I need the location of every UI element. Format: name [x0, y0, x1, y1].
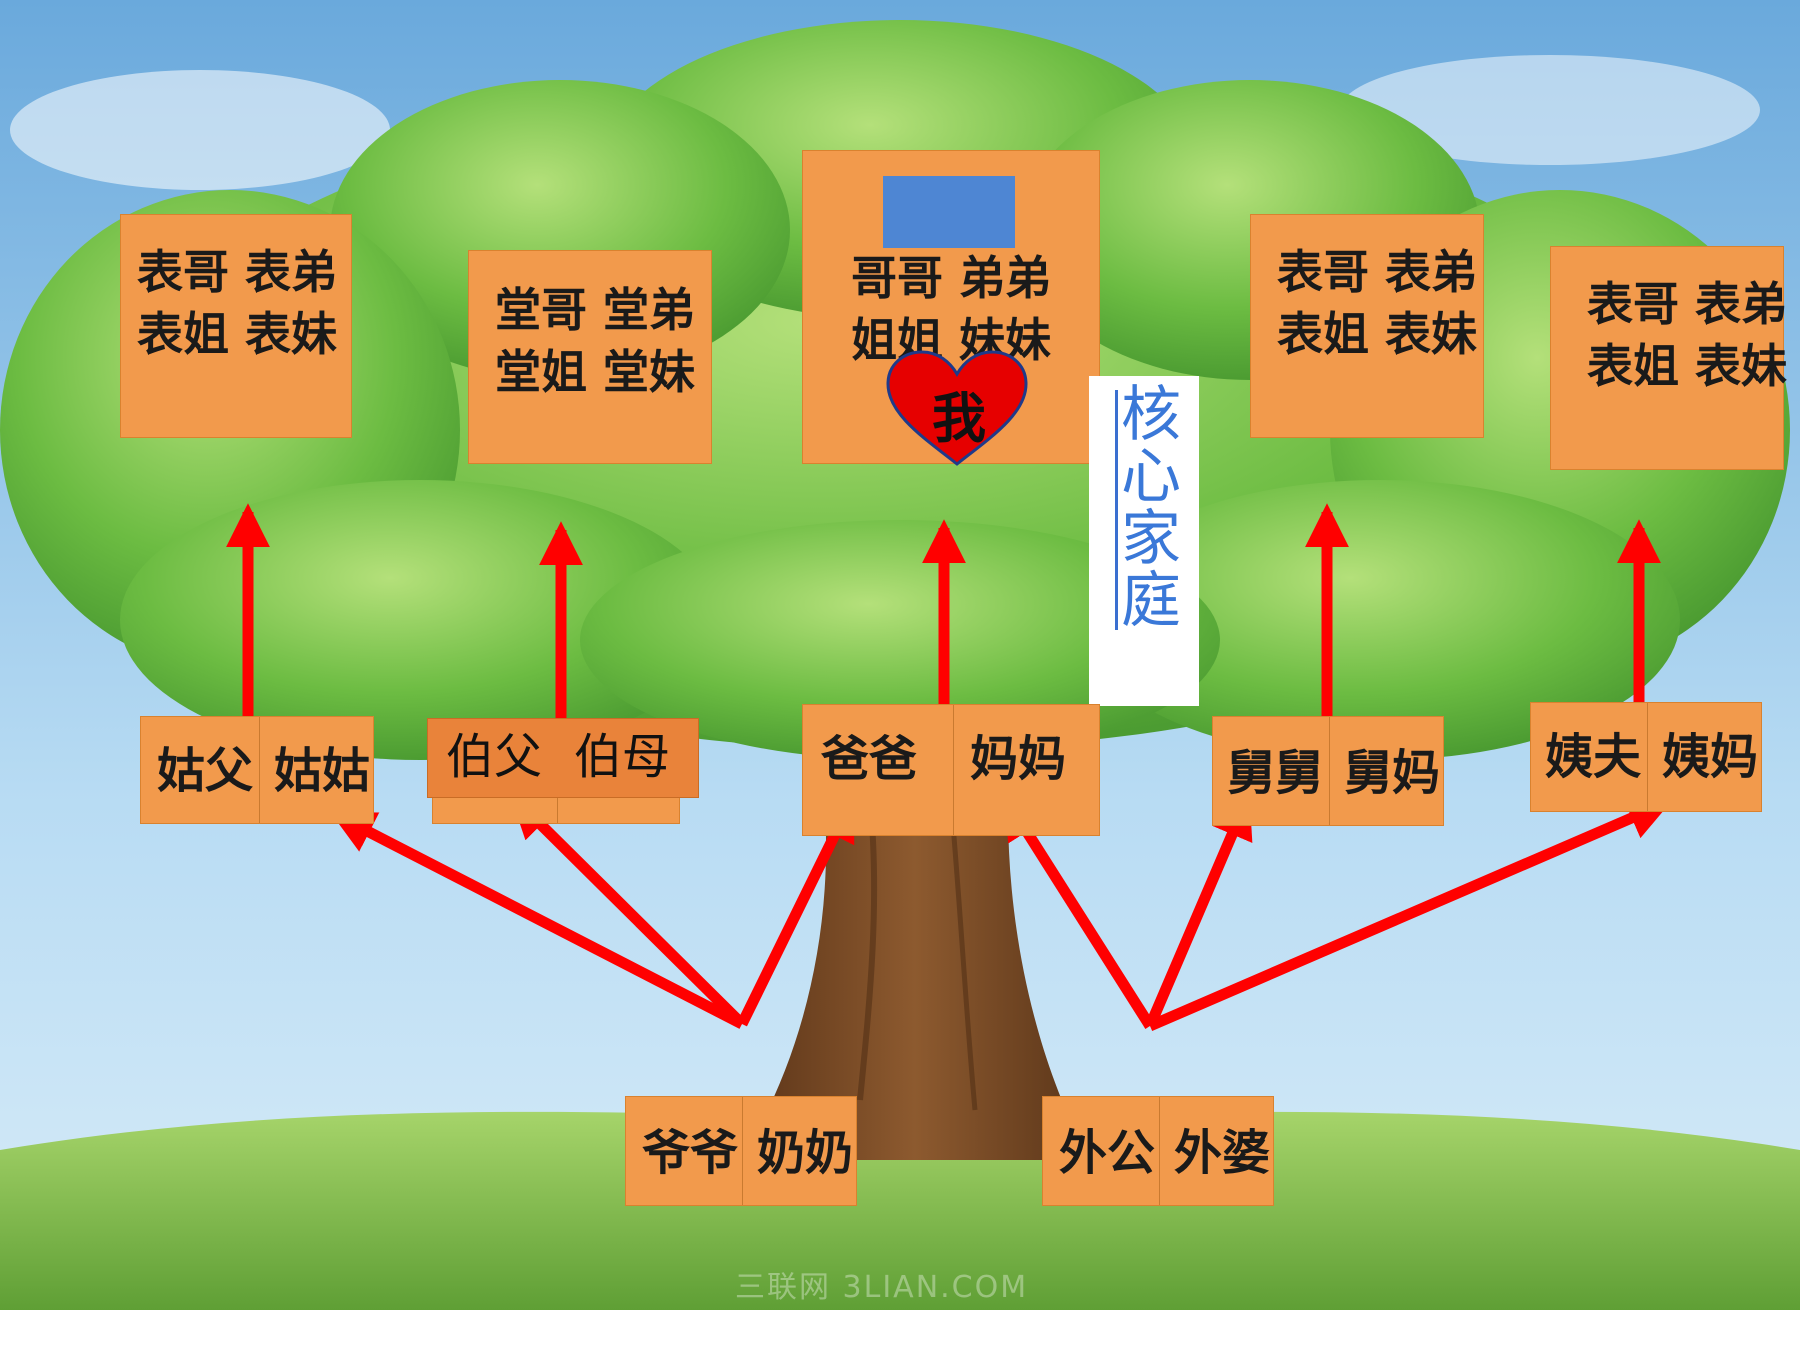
- arrow: [330, 811, 745, 1029]
- cousins-line-2: 表姐 表妹: [137, 307, 338, 361]
- bofu-label: 伯父: [446, 729, 543, 785]
- cousins-line-1: 表哥 表弟: [1587, 277, 1788, 331]
- pair-left: 舅舅: [1213, 717, 1329, 825]
- trunk-bark-line: [857, 799, 878, 1101]
- cloud: [1340, 55, 1760, 165]
- pair-left: 外公: [1043, 1097, 1159, 1205]
- gufu-label: 姑父: [157, 743, 254, 799]
- nuclear-family-text: 核心家庭: [1121, 380, 1181, 636]
- arrow: [509, 793, 746, 1028]
- cousins-line-2: 表姐 表妹: [1587, 339, 1788, 393]
- mama-label: 妈妈: [970, 731, 1067, 787]
- cousins-line-2: 表姐 表妹: [1277, 307, 1478, 361]
- pair-jiujiu-jiuma: 舅舅 舅妈: [1212, 716, 1444, 826]
- pointer-arrows: [226, 503, 1673, 1032]
- arrow: [1003, 794, 1155, 1029]
- label-bar: [1115, 390, 1118, 630]
- pair-right: 姨妈: [1647, 703, 1763, 811]
- cousins-line-2: 堂姐 堂妹: [495, 345, 696, 399]
- baba-label: 爸爸: [821, 731, 918, 787]
- arrow: [1144, 793, 1253, 1029]
- jiujiu-label: 舅舅: [1227, 745, 1324, 801]
- nuclear-family-label: 核心家庭: [1089, 376, 1199, 706]
- watermark: 三联网 3LIAN.COM: [735, 1270, 1029, 1305]
- yima-label: 姨妈: [1662, 729, 1759, 785]
- yeye-label: 爷爷: [642, 1125, 739, 1181]
- pair-yifu-yima: 姨夫 姨妈: [1530, 702, 1762, 812]
- blue-placeholder-rect: [883, 176, 1015, 248]
- pair-left: 姨夫: [1531, 703, 1647, 811]
- yifu-label: 姨夫: [1545, 729, 1642, 785]
- cousins-box-bofu: 堂哥 堂弟 堂姐 堂妹: [468, 250, 712, 464]
- pair-bofu-bomu: 伯父 伯母: [427, 718, 699, 798]
- cousins-line-1: 表哥 表弟: [1277, 245, 1478, 299]
- cousins-box-yima: 表哥 表弟 表姐 表妹: [1550, 246, 1788, 470]
- pair-right: 姑姑: [259, 717, 375, 823]
- siblings-line-2: 姐姐 妹妹: [851, 313, 1052, 367]
- cloud: [10, 70, 390, 190]
- pair-left: 姑父: [141, 717, 259, 823]
- me-label: 我: [932, 387, 986, 450]
- pair-right: 妈妈: [953, 705, 1101, 835]
- arrow: [737, 796, 855, 1027]
- cousins-box-gugu: 表哥 表弟 表姐 表妹: [120, 214, 352, 438]
- waigong-label: 外公: [1059, 1125, 1156, 1181]
- waipo-label: 外婆: [1174, 1125, 1271, 1181]
- cousins-line-1: 表哥 表弟: [137, 245, 338, 299]
- cousins-line-1: 堂哥 堂弟: [495, 283, 696, 337]
- pair-baba-mama: 爸爸 妈妈: [802, 704, 1100, 836]
- pair-gufu-gugu: 姑父 姑姑: [140, 716, 374, 824]
- nainai-label: 奶奶: [757, 1125, 854, 1181]
- siblings-line-1: 哥哥 弟弟: [851, 251, 1052, 305]
- pair-maternal-grandparents: 外公 外婆: [1042, 1096, 1274, 1206]
- heart-icon: [886, 350, 1028, 466]
- jiuma-label: 舅妈: [1344, 745, 1441, 801]
- pair-right: 奶奶: [742, 1097, 858, 1205]
- gugu-label: 姑姑: [274, 743, 371, 799]
- pair-left: 爸爸: [803, 705, 953, 835]
- pair-paternal-grandparents: 爷爷 奶奶: [625, 1096, 857, 1206]
- pair-right: 外婆: [1159, 1097, 1275, 1205]
- pair-left: 爷爷: [626, 1097, 742, 1205]
- grass: [0, 1111, 1800, 1310]
- cousins-box-jiujiu: 表哥 表弟 表姐 表妹: [1250, 214, 1484, 438]
- arrow: [1147, 797, 1673, 1032]
- pair-right: 舅妈: [1329, 717, 1445, 825]
- bomu-label: 伯母: [574, 729, 671, 785]
